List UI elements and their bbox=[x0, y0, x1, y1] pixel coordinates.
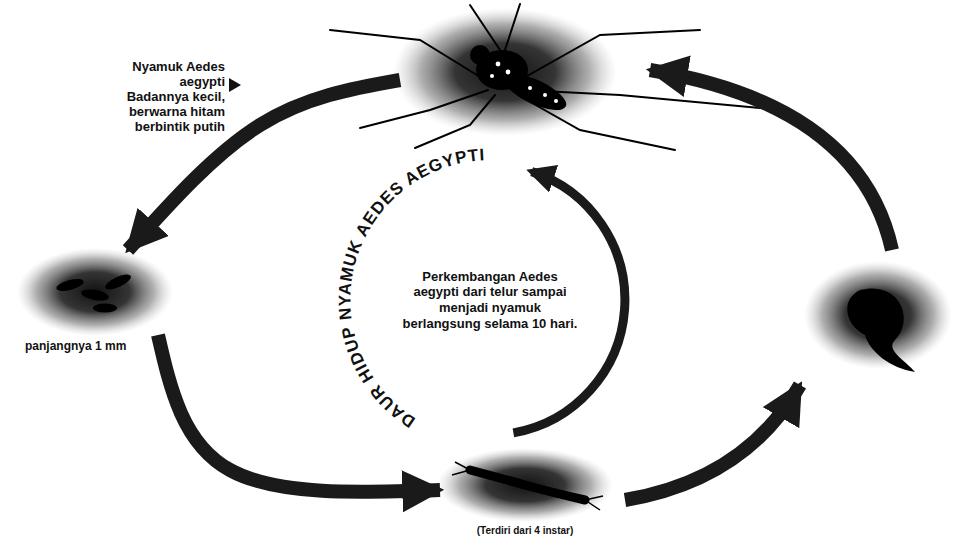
egg-figure bbox=[17, 248, 173, 336]
mosquito-figure bbox=[415, 95, 495, 148]
mosquito-figure bbox=[506, 70, 511, 75]
larva-figure bbox=[437, 448, 613, 522]
larva-figure bbox=[452, 470, 470, 475]
stage-label: panjangnya 1 mm bbox=[25, 340, 137, 354]
larva-figure bbox=[470, 470, 585, 500]
egg-figure bbox=[17, 248, 173, 336]
mosquito-figure bbox=[528, 86, 532, 90]
pointer-triangle bbox=[229, 78, 241, 92]
stage-label: Nyamuk Aedes aegyptiBadannya kecil, berw… bbox=[105, 60, 225, 135]
larva-figure bbox=[452, 462, 603, 510]
mosquito-figure bbox=[505, 4, 520, 50]
stage-name: Nyamuk Aedes aegypti bbox=[105, 60, 225, 90]
cycle-arrow bbox=[158, 335, 440, 492]
cycle-arrow bbox=[625, 385, 800, 500]
egg-figure bbox=[103, 272, 133, 293]
egg-figure bbox=[55, 277, 85, 294]
mosquito-figure bbox=[470, 45, 490, 65]
larva-figure bbox=[437, 448, 613, 522]
center-note: Perkembangan Aedes aegypti dari telur sa… bbox=[403, 269, 578, 331]
stage-label: (Terdiri dari 4 instar) bbox=[440, 525, 610, 537]
egg-figure bbox=[93, 304, 117, 313]
larva-stage: (Terdiri dari 4 instar) bbox=[440, 445, 610, 520]
larva-figure bbox=[585, 496, 603, 500]
stage-note: Badannya kecil, berwarna hitam berbintik… bbox=[105, 90, 225, 135]
larva-figure bbox=[455, 462, 470, 470]
mosquito-figure bbox=[543, 93, 547, 97]
adult-stage: Nyamuk Aedes aegyptiBadannya kecil, berw… bbox=[400, 10, 610, 150]
egg-stage: panjangnya 1 mm bbox=[20, 250, 170, 335]
mosquito-figure bbox=[360, 90, 488, 128]
mosquito-figure bbox=[496, 62, 501, 67]
stage-name: (Terdiri dari 4 instar) bbox=[440, 525, 610, 537]
mosquito-figure bbox=[554, 99, 558, 103]
larva-figure bbox=[585, 500, 600, 510]
mosquito-figure bbox=[499, 67, 571, 117]
egg-figure bbox=[80, 288, 109, 303]
mosquito-figure bbox=[490, 74, 494, 78]
pupa-figure bbox=[847, 288, 915, 372]
pupa-figure bbox=[804, 261, 952, 372]
stage-name: panjangnya 1 mm bbox=[25, 340, 137, 354]
mosquito-figure bbox=[490, 62, 558, 103]
mosquito-figure bbox=[393, 8, 617, 136]
mosquito-figure bbox=[470, 5, 500, 50]
cycle-arrow bbox=[650, 70, 892, 250]
egg-figure bbox=[55, 272, 133, 313]
mosquito-figure bbox=[330, 30, 485, 80]
